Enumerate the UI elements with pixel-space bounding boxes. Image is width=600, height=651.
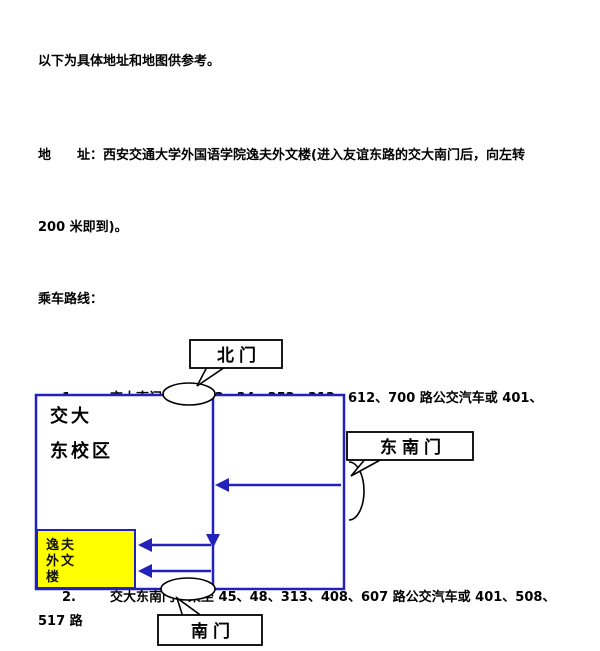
north-gate-label: 北门	[217, 345, 261, 366]
campus-label-line1: 交大	[50, 405, 92, 427]
south-gate-callout: 南门	[157, 595, 263, 646]
building-arrow-1-head	[138, 538, 152, 552]
north-route-arrow-head	[206, 534, 220, 548]
building-label-line2: 外文	[45, 553, 76, 569]
southeast-route-arrow-head	[215, 478, 229, 492]
building-label-line1: 逸夫	[46, 537, 76, 553]
south-gate-callout-box	[157, 614, 263, 646]
yifu-building-box	[36, 529, 136, 589]
southeast-gate-callout: 东南门	[346, 431, 474, 477]
north-gate-callout-box	[189, 339, 283, 369]
north-gate-opening	[162, 382, 216, 406]
south-gate-opening	[160, 577, 216, 601]
campus-map-diagram: 交大 东校区 逸夫 外文 楼 北门 东南门 南门	[34, 339, 474, 646]
southeast-gate-label: 东南门	[380, 437, 446, 458]
north-gate-callout: 北门	[189, 339, 283, 387]
campus-label-line2: 东校区	[50, 440, 113, 462]
address-line-1: 地 址：西安交通大学外国语学院逸夫外文楼(进入友谊东路的交大南门后，向左转	[38, 148, 525, 163]
southeast-gate-opening	[348, 461, 365, 521]
southeast-gate-callout-box	[346, 431, 474, 461]
route-number-2: 2.	[62, 590, 76, 605]
building-arrow-2-head	[138, 564, 152, 578]
building-label-line3: 楼	[46, 569, 61, 585]
north-gate-callout-tail	[196, 366, 228, 387]
address-line-2: 200 米即到)。	[38, 220, 128, 235]
route-item-2: 2.交大东南门：乘坐 45、48、313、408、607 路公交汽车或 401、…	[38, 586, 572, 634]
intro-text: 以下为具体地址和地图供参考。	[38, 54, 221, 69]
routes-heading: 乘车路线：	[38, 292, 104, 307]
route-text-2: 交大东南门：乘坐 45、48、313、408、607 路公交汽车或 401、50…	[38, 590, 556, 629]
south-gate-label: 南门	[191, 621, 235, 642]
